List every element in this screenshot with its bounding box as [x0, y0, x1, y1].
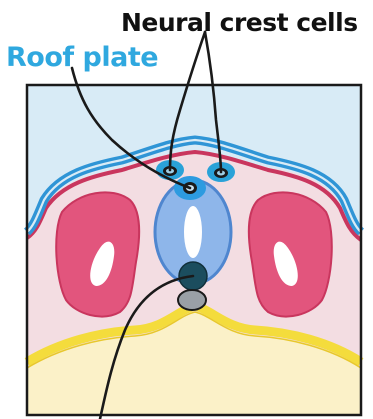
roof-plate-label: Roof plate — [6, 42, 158, 73]
dorsal-aorta — [178, 290, 206, 310]
right-somite — [249, 192, 332, 316]
left-somite — [56, 192, 139, 316]
neural-tube-lumen — [184, 206, 202, 258]
neural-crest-label: Neural crest cells — [121, 8, 358, 37]
